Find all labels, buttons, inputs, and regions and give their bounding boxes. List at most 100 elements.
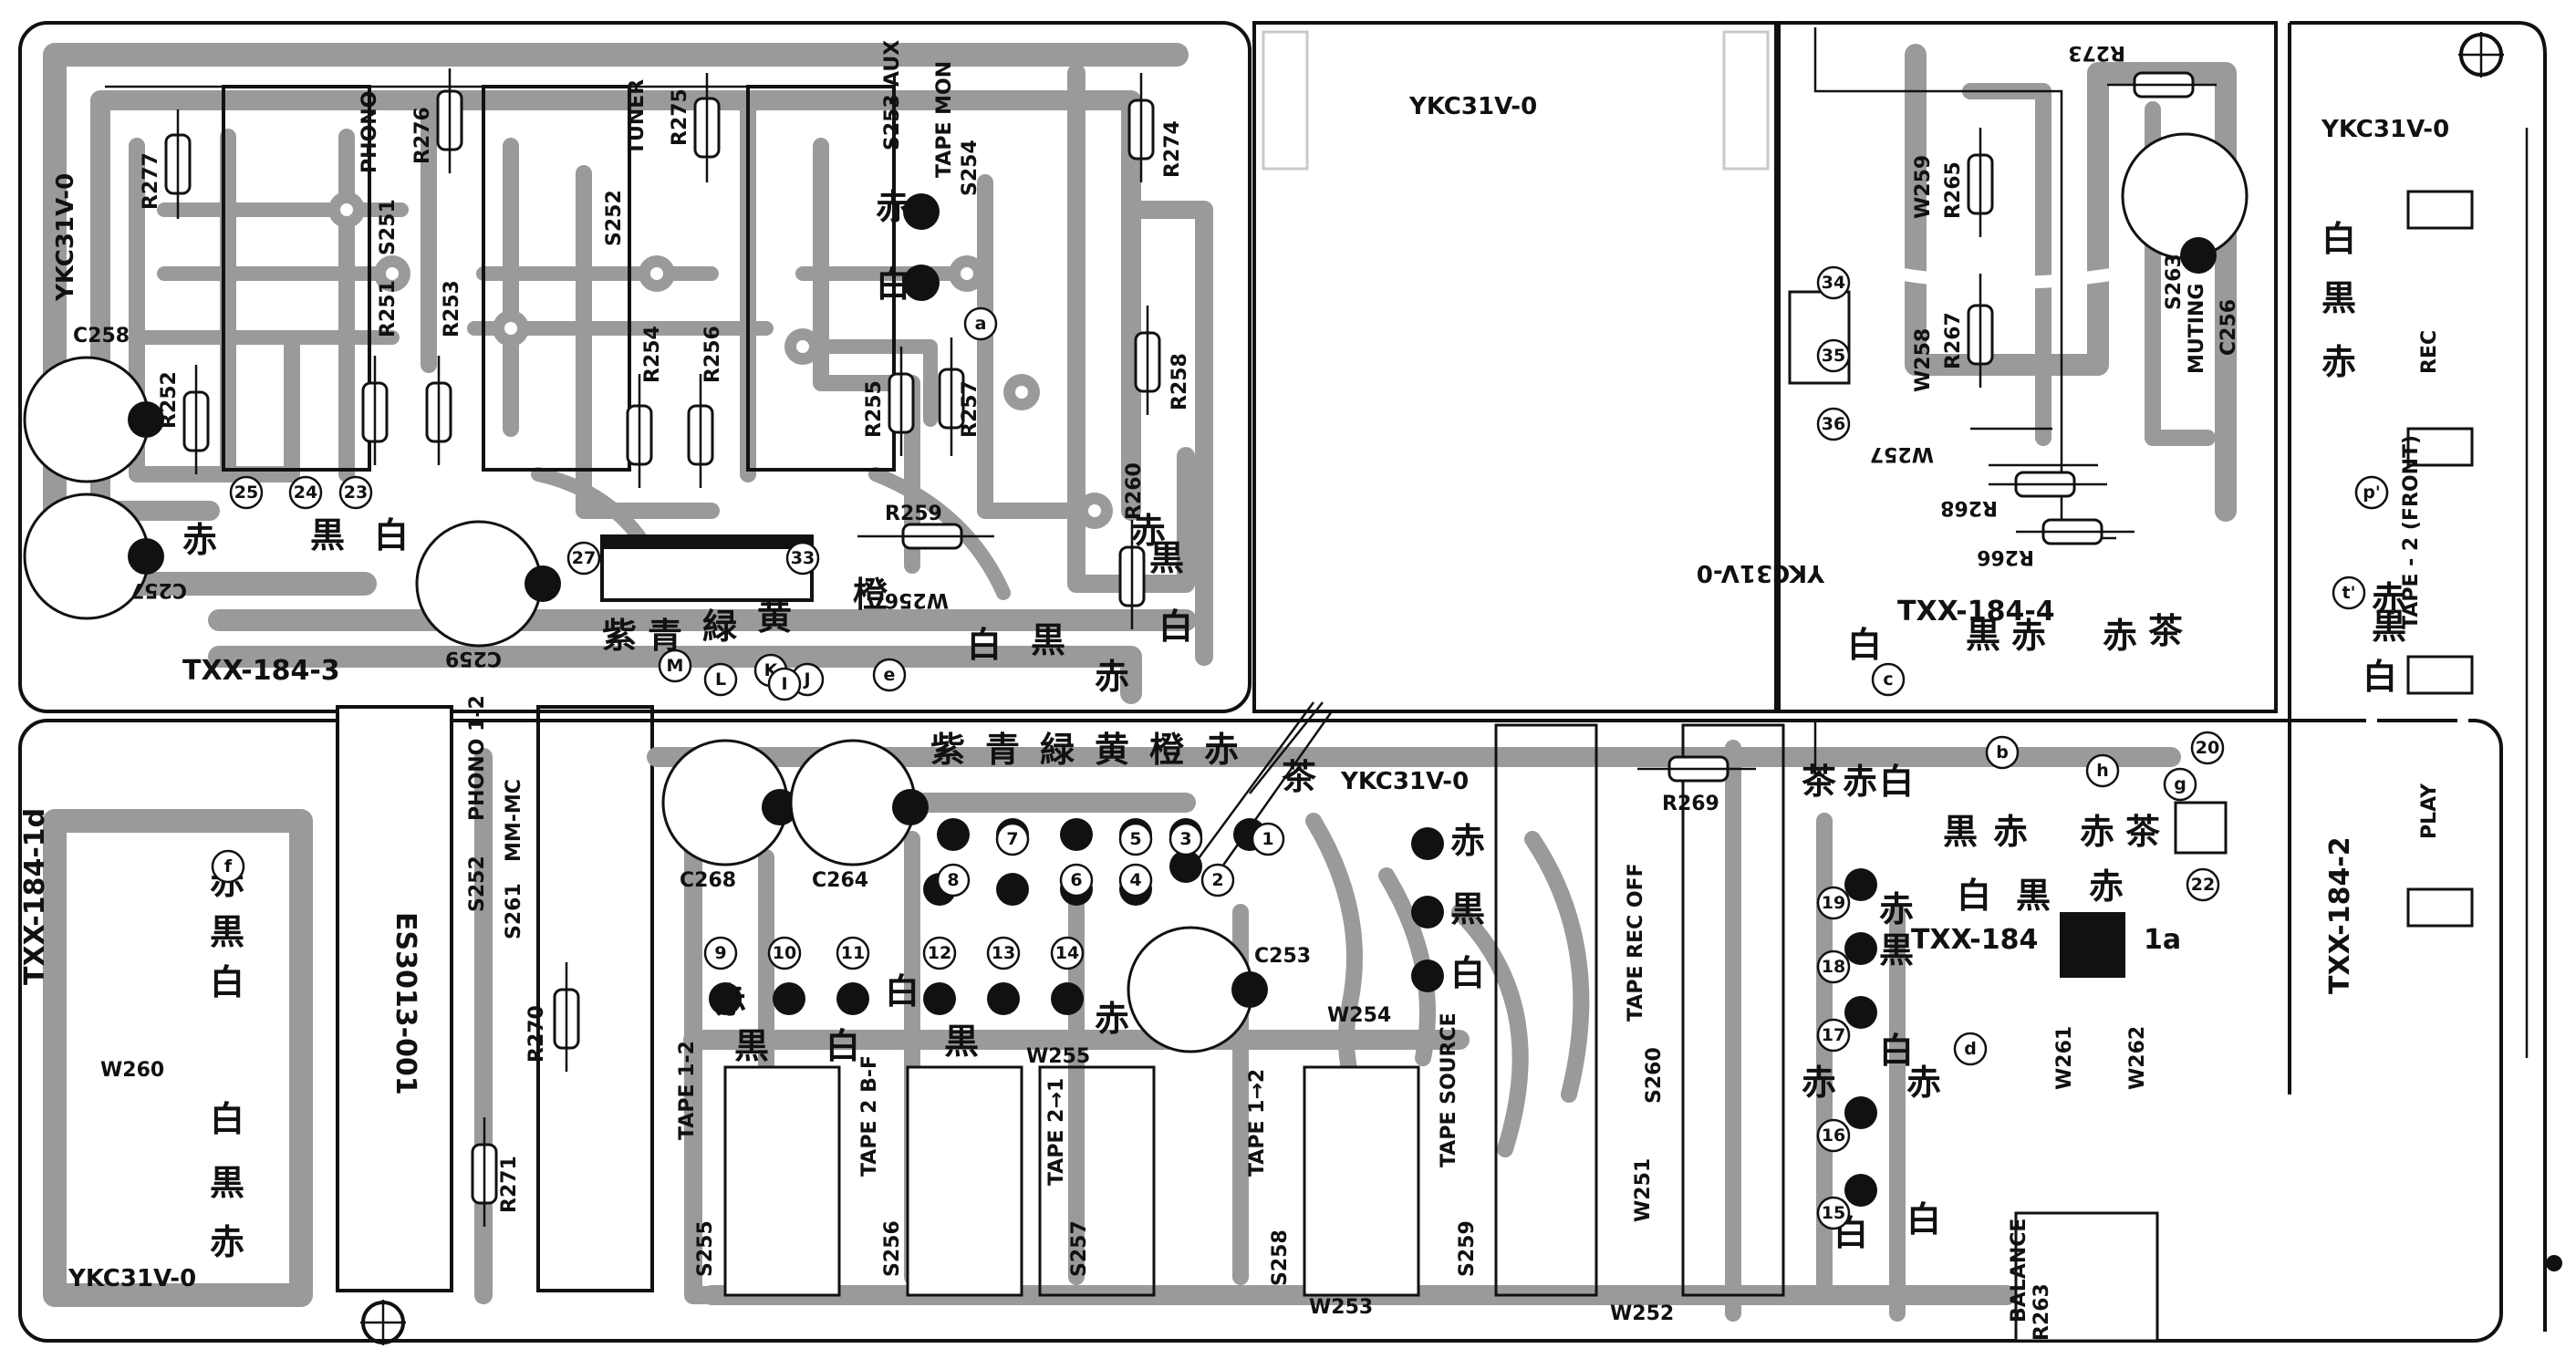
resistor-r274 bbox=[1127, 73, 1155, 182]
pin-20-ring bbox=[2190, 731, 2225, 765]
mark-black-6: 黒 bbox=[944, 1022, 979, 1062]
mark-red-ll2: 赤 bbox=[210, 1222, 244, 1262]
pin-14-ring bbox=[1050, 936, 1085, 970]
label-tape-2-front: TAPE - 2 (FRONT) bbox=[2400, 435, 2423, 629]
label-w261: W261 bbox=[2053, 1026, 2076, 1090]
label-c268: C268 bbox=[680, 869, 736, 892]
pin-3-ring bbox=[1169, 822, 1203, 856]
label-phono: PHONO bbox=[358, 91, 381, 173]
resistor-r254 bbox=[626, 374, 653, 488]
mark-brown-tr: 茶 bbox=[2148, 611, 2184, 651]
mark-red-tr2: 赤 bbox=[2103, 616, 2137, 656]
mark-white-ll1: 白 bbox=[210, 962, 244, 1002]
resistor-r252 bbox=[182, 365, 210, 474]
resistor-r266 bbox=[2016, 518, 2135, 545]
connector-22 bbox=[2174, 801, 2228, 855]
mark-orange-2: 橙 bbox=[1149, 730, 1185, 770]
switch-box-s256 bbox=[906, 1065, 1023, 1297]
board-id-right: TXX-184-2 bbox=[2324, 836, 2356, 994]
mark-brown: 茶 bbox=[1282, 757, 1317, 797]
mark-red-3: 赤 bbox=[1131, 511, 1166, 551]
label-r251: R251 bbox=[377, 280, 400, 337]
mark-white-aux: 白 bbox=[876, 265, 910, 305]
pin-5: 5 bbox=[1129, 829, 1141, 849]
label-r273: R273 bbox=[2068, 41, 2125, 64]
label-r265: R265 bbox=[1942, 161, 1965, 219]
mark-red-2: 赤 bbox=[1095, 657, 1129, 697]
label-r263: R263 bbox=[2031, 1283, 2053, 1341]
board-outlines bbox=[18, 21, 2547, 1343]
pin-25-ring bbox=[229, 475, 264, 510]
mark-white-3: 白 bbox=[1158, 607, 1193, 647]
label-r275: R275 bbox=[669, 88, 691, 146]
resistor-r258 bbox=[1134, 306, 1161, 415]
pin-19-ring bbox=[1816, 886, 1851, 920]
mark-red-r1: 赤 bbox=[2322, 342, 2356, 382]
pin-27-ring bbox=[566, 541, 601, 576]
board-id-lower-left: TXX-184-1d bbox=[19, 808, 51, 985]
mark-white-tr: 白 bbox=[1847, 625, 1882, 665]
label-muting: MUTING bbox=[2186, 284, 2208, 374]
mark-white-2: 白 bbox=[967, 625, 1002, 665]
switch-box-s252-s261 bbox=[536, 705, 654, 1292]
mark-white: 白 bbox=[374, 515, 409, 555]
mark-white-c1: 白 bbox=[1879, 762, 1914, 802]
label-s260: S260 bbox=[1643, 1047, 1666, 1104]
pin-15-ring bbox=[1816, 1196, 1851, 1230]
mark-purple: 紫 bbox=[602, 616, 637, 656]
pin-25: 25 bbox=[234, 482, 258, 503]
pin-8-ring bbox=[936, 863, 971, 897]
label-w255: W255 bbox=[1026, 1045, 1090, 1068]
pin-letter-I-ring bbox=[767, 667, 802, 701]
label-s252: S252 bbox=[603, 190, 626, 246]
pin-13-ring bbox=[986, 936, 1021, 970]
resistor-r256 bbox=[687, 374, 714, 488]
pin-4: 4 bbox=[1129, 870, 1141, 890]
label-tape-mon: TAPE MON bbox=[933, 61, 956, 178]
pin-19: 19 bbox=[1822, 893, 1845, 913]
label-r252: R252 bbox=[158, 371, 181, 429]
label-w260: W260 bbox=[100, 1059, 164, 1082]
label-s253: S253 bbox=[881, 94, 904, 150]
pin-6: 6 bbox=[1070, 870, 1082, 890]
capacitor-c264-pad bbox=[892, 789, 929, 825]
mark-red: 赤 bbox=[182, 520, 217, 560]
label-r254: R254 bbox=[641, 326, 664, 383]
label-r256: R256 bbox=[701, 326, 724, 383]
board-outline-lower bbox=[18, 719, 2503, 1343]
label-c256: C256 bbox=[2218, 299, 2240, 356]
pin-2: 2 bbox=[1211, 870, 1223, 890]
ykc-inverted: YKC31V-0 bbox=[1697, 559, 1825, 586]
pin-letter-e: e bbox=[884, 665, 896, 685]
switch-box-s255 bbox=[723, 1065, 841, 1297]
label-r267: R267 bbox=[1942, 312, 1965, 369]
capacitor-c256 bbox=[2121, 132, 2249, 260]
mark-black-5: 黒 bbox=[734, 1026, 769, 1066]
mark-black-c3: 黒 bbox=[2016, 876, 2051, 916]
pin-letter-M-ring bbox=[658, 648, 692, 683]
mark-black-c2: 黒 bbox=[1943, 812, 1978, 852]
label-w251: W251 bbox=[1632, 1158, 1655, 1222]
board-id-top-right: TXX-184-4 bbox=[1897, 596, 2055, 628]
pin-1: 1 bbox=[1262, 829, 1273, 849]
pin-letter-M: M bbox=[667, 656, 684, 676]
label-r260: R260 bbox=[1123, 462, 1146, 520]
traces-center-top bbox=[1262, 30, 1770, 572]
mark-black-2: 黒 bbox=[1031, 620, 1065, 660]
ykc-bottom-left: YKC31V-0 bbox=[68, 1265, 196, 1292]
mark-white-c2: 白 bbox=[1957, 876, 1991, 916]
mark-red-aux: 赤 bbox=[876, 187, 910, 227]
pin-18-ring bbox=[1816, 949, 1851, 984]
ykc-top-center: YKC31V-0 bbox=[1408, 93, 1537, 120]
pin-12-ring bbox=[922, 936, 957, 970]
mark-green: 緑 bbox=[702, 607, 738, 647]
label-s254: S254 bbox=[959, 140, 982, 196]
label-mm-mc: MM-MC bbox=[503, 779, 525, 862]
pin-36-ring bbox=[1816, 407, 1851, 441]
pin-8: 8 bbox=[947, 870, 959, 890]
label-r276: R276 bbox=[411, 107, 434, 164]
resistor-r255 bbox=[888, 347, 915, 456]
pin-34-ring bbox=[1816, 265, 1851, 300]
mount-holes bbox=[360, 32, 2562, 1345]
